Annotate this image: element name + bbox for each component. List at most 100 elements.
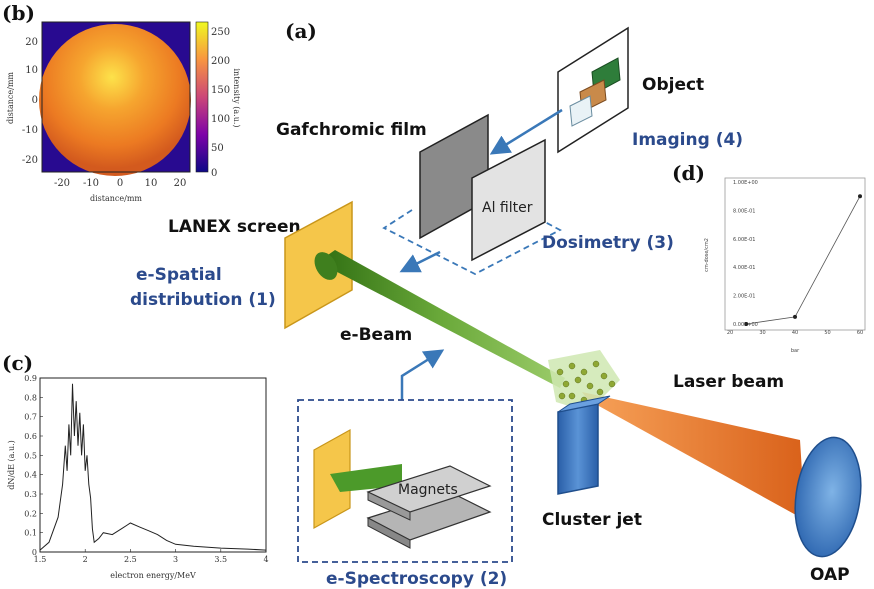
al-filter bbox=[471, 138, 546, 262]
b-ytick: 20 bbox=[25, 37, 38, 48]
beam-origin-spot bbox=[314, 252, 338, 280]
c-ytick: 0.1 bbox=[24, 529, 37, 538]
b-ytick: 10 bbox=[25, 65, 38, 76]
heatmap-frame bbox=[41, 21, 191, 173]
spatial-label-line1: e-Spatial bbox=[136, 265, 222, 285]
spectroscopy-group: Magnets e-Spectroscopy (2) bbox=[297, 399, 513, 589]
colorbar bbox=[195, 21, 209, 173]
object-chip-icon bbox=[569, 95, 593, 127]
c-ylabel: dN/dE (a.u.) bbox=[7, 440, 16, 490]
b-xtick: -10 bbox=[83, 178, 99, 189]
b-xtick: 20 bbox=[174, 178, 187, 189]
object-label: Object bbox=[642, 75, 704, 95]
dose-points bbox=[744, 194, 862, 326]
d-xtick: 30 bbox=[759, 330, 765, 336]
panel-a-letter: (a) bbox=[285, 19, 317, 43]
magnet-upper-side bbox=[367, 491, 411, 521]
c-xtick: 2.5 bbox=[124, 555, 137, 564]
c-xtick: 3 bbox=[173, 555, 178, 564]
spectro-screen bbox=[313, 428, 351, 530]
electron-beam bbox=[318, 250, 565, 388]
c-ytick: 0.2 bbox=[24, 509, 37, 518]
panel-d-letter: (d) bbox=[672, 161, 705, 185]
d-ytick: 6.00E-01 bbox=[733, 237, 755, 243]
spectrum-line bbox=[39, 383, 267, 551]
beam-spot bbox=[39, 24, 191, 176]
imaging-label: Imaging (4) bbox=[632, 130, 743, 150]
c-ytick: 0 bbox=[32, 548, 37, 557]
d-xtick: 40 bbox=[792, 330, 798, 336]
cluster-jet-label: Cluster jet bbox=[542, 510, 642, 530]
b-ytick: 0 bbox=[32, 95, 38, 106]
spectroscopy-arrow bbox=[400, 349, 445, 400]
spectroscopy-label: e-Spectroscopy (2) bbox=[326, 569, 507, 589]
cluster-jet-nozzle bbox=[557, 403, 599, 495]
panel-b: (b) 20 10 0 -10 -20 distance/mm -20 -10 … bbox=[2, 1, 241, 203]
b-xtick: -20 bbox=[54, 178, 70, 189]
b-ylabel: distance/mm bbox=[6, 72, 15, 124]
c-xtick: 1.5 bbox=[34, 555, 47, 564]
cbar-tick: 200 bbox=[211, 56, 230, 67]
panel-c-xticks: 1.5 2 2.5 3 3.5 4 bbox=[34, 549, 269, 564]
cluster-cloud bbox=[548, 350, 620, 412]
spectroscopy-box bbox=[297, 399, 513, 563]
d-xtick: 20 bbox=[727, 330, 733, 336]
d-ytick: 2.00E-01 bbox=[733, 294, 755, 300]
c-ytick: 0.6 bbox=[24, 432, 37, 441]
d-ytick: 4.00E-01 bbox=[733, 265, 755, 271]
cbar-tick: 250 bbox=[211, 27, 230, 38]
c-ytick: 0.3 bbox=[24, 490, 37, 499]
magnet-lower-side bbox=[367, 517, 411, 549]
panel-b-xticks: -20 -10 0 10 20 bbox=[54, 178, 186, 189]
panel-c-frame bbox=[39, 377, 267, 553]
dosimetry-dashed-outline bbox=[382, 209, 562, 276]
colorbar-label: intensity (a.u.) bbox=[232, 68, 241, 127]
panel-b-yticks: 20 10 0 -10 -20 bbox=[22, 37, 38, 166]
spectro-beam bbox=[330, 464, 402, 492]
oap-mirror bbox=[794, 436, 862, 558]
b-xtick: 10 bbox=[145, 178, 158, 189]
d-ytick: 8.00E-01 bbox=[733, 208, 755, 214]
d-xtick: 50 bbox=[824, 330, 830, 336]
nozzle-top bbox=[557, 395, 611, 413]
dose-point bbox=[858, 194, 862, 199]
c-xlabel: electron energy/MeV bbox=[110, 571, 196, 580]
colorbar-ticks: 250 200 150 100 50 0 bbox=[211, 27, 230, 179]
panel-d-frame bbox=[724, 177, 866, 331]
c-ytick: 0.4 bbox=[24, 471, 37, 480]
d-ylabel: cm-dose/cm2 bbox=[704, 238, 710, 272]
d-ytick: 1.00E+00 bbox=[733, 180, 758, 186]
al-filter-label: Al filter bbox=[482, 200, 533, 216]
b-ytick: -20 bbox=[22, 155, 38, 166]
c-ytick: 0.8 bbox=[24, 393, 37, 402]
cluster-jet-group: Cluster jet bbox=[542, 350, 642, 530]
ebeam-group: e-Beam bbox=[314, 250, 565, 388]
c-xtick: 2 bbox=[83, 555, 88, 564]
c-ytick: 0.5 bbox=[24, 451, 37, 460]
b-xlabel: distance/mm bbox=[90, 194, 142, 203]
d-xlabel: bar bbox=[791, 348, 800, 354]
cbar-tick: 0 bbox=[211, 168, 217, 179]
oap-label: OAP bbox=[810, 565, 850, 585]
d-xtick: 60 bbox=[857, 330, 863, 336]
panel-d-xticks: 20 30 40 50 60 bbox=[727, 330, 863, 336]
c-xtick: 3.5 bbox=[214, 555, 227, 564]
dose-point bbox=[793, 314, 797, 319]
cbar-tick: 150 bbox=[211, 85, 230, 96]
cbar-tick: 100 bbox=[211, 114, 230, 125]
b-ytick: -10 bbox=[22, 125, 38, 136]
dosimetry-label: Dosimetry (3) bbox=[542, 233, 674, 253]
c-xtick: 4 bbox=[263, 555, 268, 564]
panel-c-yticks: 0.90.80.70.60.50.40.30.20.10 bbox=[24, 374, 43, 557]
magnets-label: Magnets bbox=[398, 482, 458, 498]
c-ytick: 0.7 bbox=[24, 413, 37, 422]
imaging-arrow bbox=[489, 108, 563, 155]
panel-d: (d) 1.00E+00 8.00E-01 6.00E-01 4.00E-01 2.00… bbox=[672, 161, 866, 354]
panel-c-letter: (c) bbox=[2, 351, 33, 375]
gafchromic-label: Gafchromic film bbox=[276, 120, 427, 140]
panel-b-letter: (b) bbox=[2, 1, 35, 25]
dosimetry-group: Gafchromic film Al filter Dosimetry (3) bbox=[276, 113, 674, 276]
laser-label: Laser beam bbox=[673, 372, 784, 392]
